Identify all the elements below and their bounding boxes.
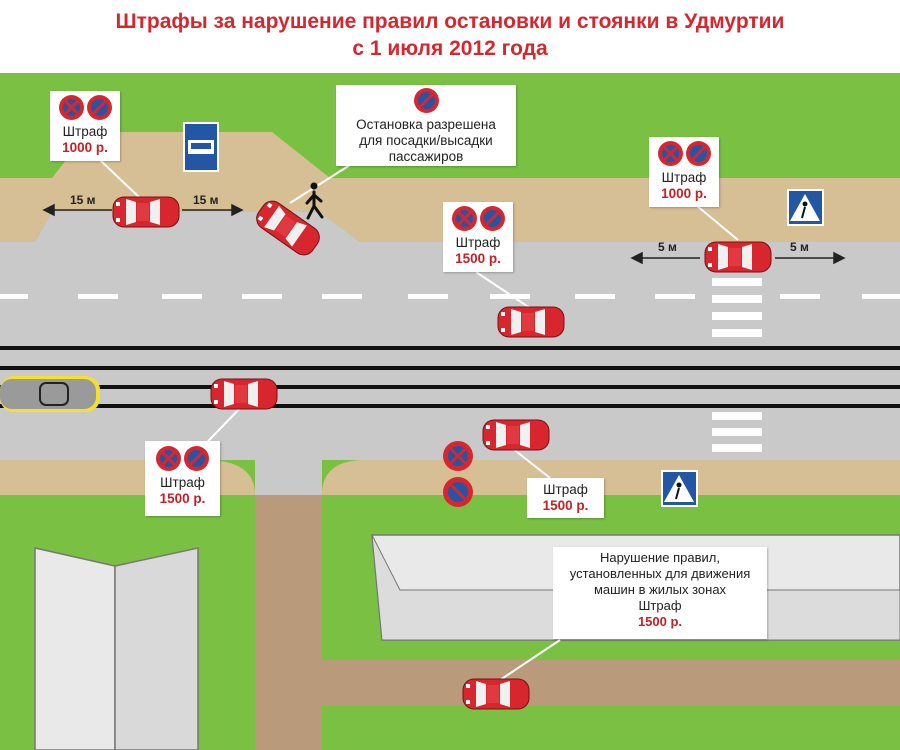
diagram-title-line2: с 1 июля 2012 года [352, 37, 548, 60]
fine-label: Штраф [160, 475, 205, 490]
residential-path [322, 660, 900, 706]
pedestrian-icon [305, 182, 324, 220]
fine-amount: 1500 р. [542, 498, 589, 513]
pedestrian-crossing-sign-icon [661, 470, 698, 507]
distance-arrows [42, 203, 846, 265]
no-stopping-sign-icon [451, 206, 477, 231]
callout-crossing: Штраф 1000 р. [649, 137, 719, 207]
diagram-title-line1: Штрафы за нарушение правил остановки и с… [115, 10, 785, 33]
upper-sidewalk [0, 132, 900, 242]
callout-text-line: для посадки/высадки [359, 133, 493, 148]
car-icon [210, 378, 278, 410]
callout-text-line: Штраф [638, 598, 682, 613]
road [0, 242, 900, 460]
callout-bus-stop: Штраф 1000 р. [50, 91, 120, 161]
no-parking-sign-icon [184, 446, 209, 471]
lower-sidewalk-right [322, 460, 900, 495]
no-stopping-sign-icon [58, 95, 84, 120]
pedestrian-crossing-sign-icon [787, 189, 824, 226]
fine-amount: 1000 р. [62, 140, 108, 155]
car-icon [704, 241, 772, 273]
side-path [255, 495, 322, 750]
car-icon [482, 419, 550, 451]
fine-amount: 1500 р. [159, 491, 206, 506]
no-parking-sign-icon [685, 141, 711, 166]
fine-label: Штраф [62, 124, 108, 139]
no-parking-sign-icon [479, 206, 505, 231]
callout-intersection: Штраф 1500 р. [527, 478, 604, 518]
car-icon [497, 306, 565, 338]
callout-passengers: Остановка разрешена для посадки/высадки … [336, 85, 516, 166]
car-icon [112, 196, 180, 228]
side-road [255, 460, 322, 500]
callout-text-line: установленных для движения [569, 566, 751, 581]
distance-label: 15 м [193, 193, 219, 207]
fine-label: Штраф [455, 235, 501, 250]
distance-label: 5 м [658, 240, 677, 254]
bus-stop-sign-icon [183, 122, 219, 172]
callout-tram: Штраф 1500 р. [145, 441, 220, 516]
callout-text-line: пассажиров [388, 149, 464, 164]
zebra-bottom [712, 412, 762, 452]
fine-label: Штраф [543, 482, 588, 497]
no-stopping-sign-icon [156, 446, 181, 471]
lane-markings [0, 294, 900, 299]
zebra-top [712, 278, 762, 337]
no-stopping-sign-icon [443, 441, 473, 471]
no-parking-sign-icon [413, 88, 439, 113]
fine-amount: 1500 р. [637, 614, 683, 629]
no-parking-sign-icon [443, 477, 473, 507]
distance-label: 5 м [790, 240, 809, 254]
tram-tracks [0, 346, 900, 408]
fine-amount: 1500 р. [455, 251, 501, 266]
distance-label: 15 м [70, 193, 96, 207]
callout-residential: Нарушение правил, установленных для движ… [553, 547, 767, 639]
fine-amount: 1000 р. [661, 186, 707, 201]
callout-text-line: машин в жилых зонах [593, 582, 727, 597]
callout-text-line: Остановка разрешена [356, 117, 496, 132]
building-left [34, 547, 199, 750]
callout-text-line: Нарушение правил, [599, 550, 720, 565]
no-parking-sign-icon [86, 95, 112, 120]
callout-middle: Штраф 1500 р. [443, 202, 513, 272]
car-icon [462, 678, 530, 710]
tram-icon [0, 376, 100, 412]
fine-label: Штраф [661, 170, 707, 185]
no-stopping-sign-icon [657, 141, 683, 166]
